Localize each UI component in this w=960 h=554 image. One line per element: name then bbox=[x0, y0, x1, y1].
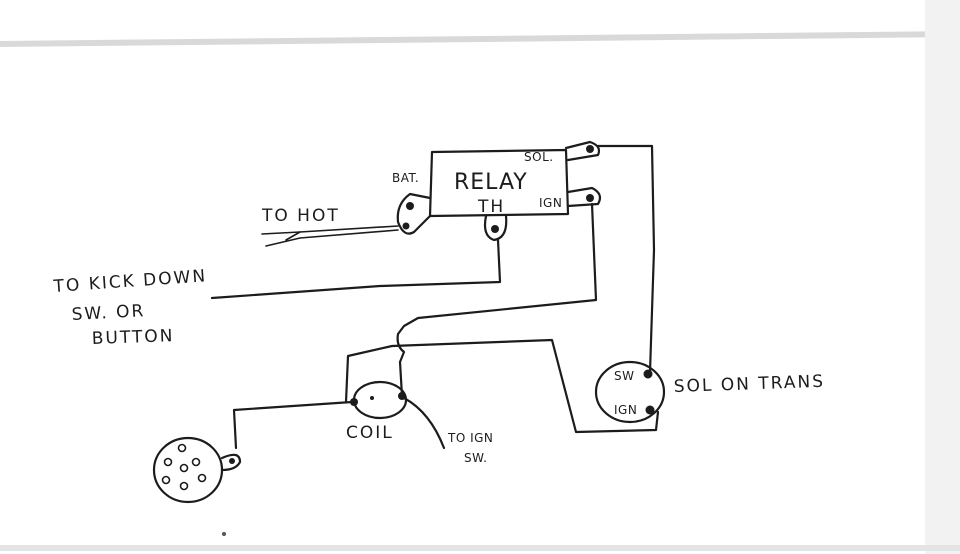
to-ign-label-line2: SW. bbox=[464, 451, 487, 465]
relay-label: RELAY bbox=[454, 170, 528, 195]
solenoid-ign-label: IGN bbox=[614, 403, 637, 417]
distributor-terminal-post bbox=[229, 458, 235, 464]
relay-terminal-sol-tab bbox=[564, 140, 601, 162]
coil-label: COIL bbox=[346, 423, 394, 443]
relay-terminal-sol-post bbox=[586, 145, 594, 153]
wire-coil-to-trans-ign bbox=[344, 338, 660, 434]
kickdown-label-line3: BUTTON bbox=[91, 326, 174, 349]
wire-sol-to-trans-sw bbox=[596, 144, 656, 374]
wire-coil-to-distributor bbox=[232, 400, 354, 450]
wire-coil-to-ign-switch bbox=[402, 396, 446, 450]
wire-th-to-kickdown bbox=[210, 238, 502, 300]
relay-terminal-bat-post-lower bbox=[402, 222, 410, 230]
paper-speck bbox=[222, 532, 226, 536]
distributor-tower-3 bbox=[191, 457, 201, 467]
distributor-tower-7 bbox=[179, 463, 189, 473]
solenoid-ign-terminal bbox=[645, 405, 655, 415]
kickdown-label-line2: SW. OR bbox=[71, 301, 146, 325]
distributor-tower-5 bbox=[179, 481, 189, 491]
coil-center-mark bbox=[370, 396, 374, 400]
wire-ign-to-coil bbox=[396, 202, 598, 398]
relay-terminal-th-post bbox=[491, 225, 499, 233]
relay-terminal-bat-post bbox=[406, 202, 414, 210]
relay-terminal-th-label: TH bbox=[477, 197, 505, 217]
paper-right-margin bbox=[925, 0, 960, 554]
coil-terminal-left bbox=[350, 398, 358, 406]
relay-terminal-bat-tab bbox=[396, 192, 432, 235]
relay: RELAY SOL. BAT. TH IGN bbox=[392, 140, 602, 242]
to-hot-label: TO HOT bbox=[261, 206, 340, 226]
to-ign-label-line1: TO IGN bbox=[447, 431, 493, 445]
distributor-tower-4 bbox=[161, 475, 171, 485]
relay-terminal-sol-label: SOL. bbox=[524, 150, 554, 164]
distributor-terminal-tab bbox=[220, 453, 242, 472]
distributor-cap bbox=[152, 436, 242, 504]
distributor-tower-2 bbox=[163, 457, 173, 467]
paper-top-edge bbox=[0, 31, 960, 47]
distributor-tower-6 bbox=[197, 473, 207, 483]
relay-terminal-bat-label: BAT. bbox=[392, 171, 419, 185]
relay-terminal-ign-post bbox=[586, 194, 594, 202]
relay-terminal-ign-label: IGN bbox=[539, 196, 562, 210]
relay-terminal-th-tab bbox=[483, 214, 508, 242]
to-hot-wire: TO HOT bbox=[261, 206, 399, 247]
solenoid-sw-label: SW bbox=[614, 369, 634, 383]
relay-terminal-ign-tab bbox=[566, 186, 602, 208]
solenoid-sw-terminal bbox=[643, 369, 653, 379]
distributor-tower-1 bbox=[177, 443, 187, 453]
